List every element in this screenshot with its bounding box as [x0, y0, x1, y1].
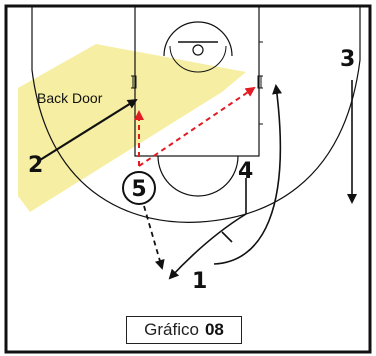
player-3-label: 3 — [340, 47, 355, 72]
free-throw-circle-bottom — [157, 155, 239, 197]
three-point-line — [31, 6, 361, 223]
caption-text: Gráfico — [144, 320, 199, 339]
back-door-zone — [18, 44, 246, 212]
caption-number: 08 — [204, 320, 224, 339]
cut-arrow-player-2 — [39, 98, 138, 161]
free-throw-circle-top — [163, 21, 233, 57]
screen-tick — [221, 231, 233, 243]
player-1-label: 1 — [192, 269, 207, 294]
restricted-arc — [169, 45, 227, 73]
player-5-marker — [122, 171, 156, 205]
path-player-1 — [213, 84, 282, 265]
caption-box: Gráfico 08 — [126, 316, 242, 344]
back-door-label: Back Door — [37, 90, 103, 106]
path-player-4 — [168, 213, 247, 280]
player-2-label: 2 — [28, 153, 43, 178]
dashed-arrow-player-5 — [143, 205, 165, 270]
player-4-label: 4 — [238, 159, 253, 184]
lane — [134, 5, 260, 157]
player-5-label: 5 — [131, 177, 146, 202]
rim — [192, 44, 204, 56]
